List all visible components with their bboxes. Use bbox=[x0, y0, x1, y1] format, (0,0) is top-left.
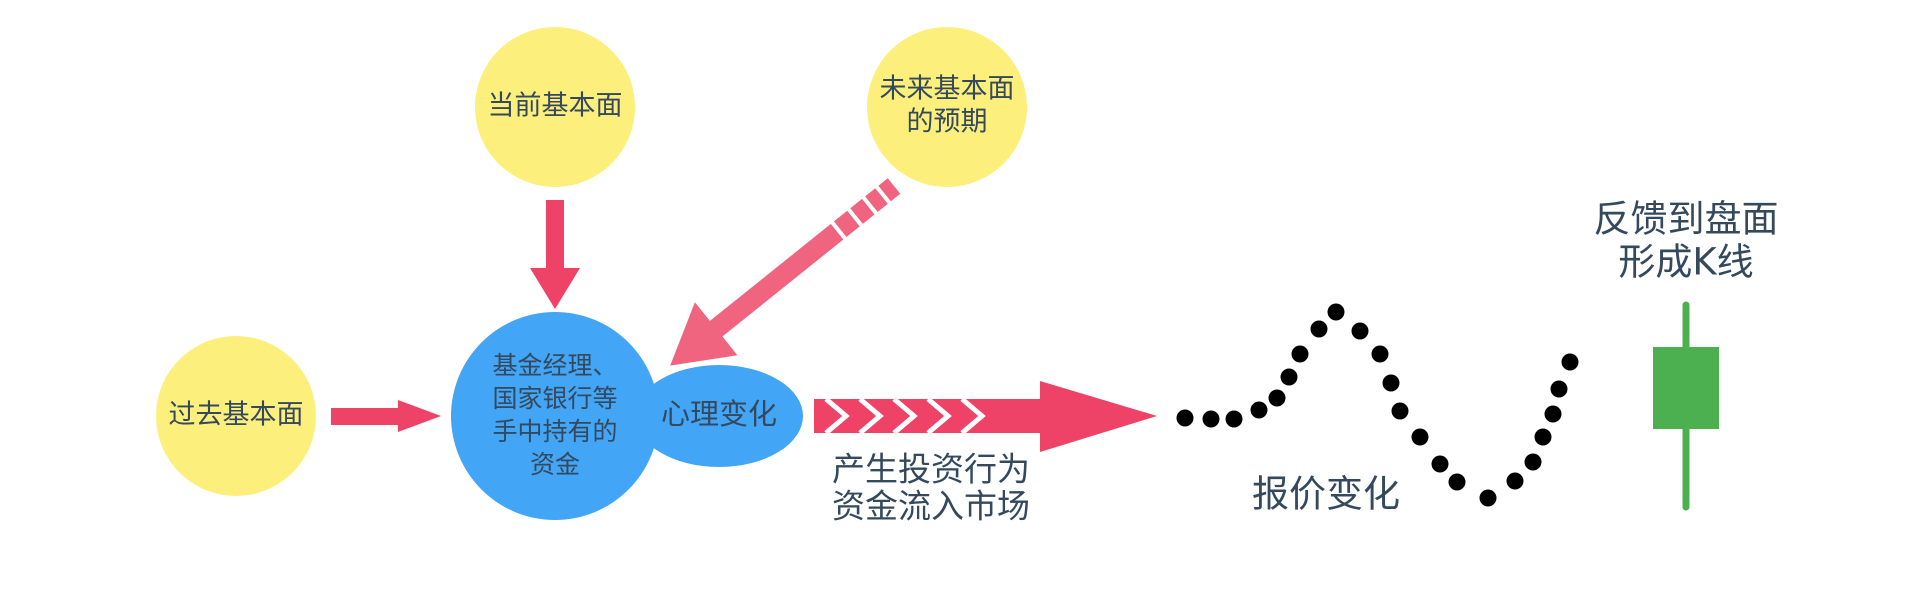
chevron-icon bbox=[892, 397, 918, 435]
price-dot bbox=[1561, 353, 1579, 371]
current-fundamentals-circle bbox=[475, 27, 635, 187]
arrow-dash bbox=[878, 178, 901, 202]
price-change-dotted-curve bbox=[1176, 303, 1579, 507]
arrow-investment-flow bbox=[814, 381, 1157, 452]
price-dot bbox=[1225, 410, 1243, 428]
price-dot bbox=[1202, 410, 1220, 428]
node-past-fundamentals: 过去基本面 bbox=[156, 336, 316, 496]
price-dot bbox=[1280, 368, 1298, 386]
feedback-label-line2: 形成K线 bbox=[1618, 241, 1753, 284]
funds-label-line4: 资金 bbox=[530, 450, 580, 479]
price-dot bbox=[1327, 303, 1345, 321]
candlestick-icon bbox=[1653, 301, 1719, 511]
candlestick-body bbox=[1653, 347, 1719, 429]
arrow-diagonal-head bbox=[670, 302, 738, 366]
arrow-current-to-funds bbox=[530, 200, 580, 309]
investment-label-line1: 产生投资行为 bbox=[832, 450, 1030, 489]
chevron-icon bbox=[858, 397, 884, 435]
price-dot bbox=[1351, 322, 1369, 340]
node-current-fundamentals: 当前基本面 bbox=[475, 27, 635, 187]
past-fundamentals-label: 过去基本面 bbox=[169, 400, 304, 431]
price-dot bbox=[1268, 389, 1286, 407]
arrow-flow-chevrons bbox=[824, 397, 986, 435]
price-dot bbox=[1550, 380, 1568, 398]
investment-label-line2: 资金流入市场 bbox=[832, 487, 1030, 526]
node-psychology: 心理变化 bbox=[635, 365, 803, 467]
arrow-flow-stem bbox=[814, 399, 1046, 433]
future-expectation-label-line2: 的预期 bbox=[907, 107, 988, 138]
arrow-flow-head bbox=[1040, 381, 1157, 452]
price-change-label: 报价变化 bbox=[1252, 473, 1400, 516]
price-dot bbox=[1534, 428, 1552, 446]
chevron-icon bbox=[926, 397, 952, 435]
price-dot bbox=[1291, 345, 1309, 363]
price-dot bbox=[1310, 320, 1328, 338]
arrow-down-stem bbox=[546, 200, 564, 270]
price-dot bbox=[1544, 405, 1562, 423]
node-funds: 基金经理、 国家银行等 手中持有的 资金 bbox=[451, 312, 659, 520]
current-fundamentals-label: 当前基本面 bbox=[488, 91, 623, 122]
price-dot bbox=[1479, 489, 1497, 507]
price-dot bbox=[1448, 473, 1466, 491]
arrow-dash bbox=[833, 210, 860, 237]
price-dot bbox=[1382, 374, 1400, 392]
arrow-past-to-funds bbox=[331, 400, 441, 432]
feedback-label: 反馈到盘面 形成K线 bbox=[1594, 198, 1779, 284]
funds-circle bbox=[451, 312, 659, 520]
funds-label-line2: 国家银行等 bbox=[492, 384, 617, 413]
feedback-label-line1: 反馈到盘面 bbox=[1594, 198, 1779, 241]
price-dot bbox=[1524, 453, 1542, 471]
future-expectation-label-line1: 未来基本面 bbox=[880, 74, 1015, 105]
node-future-expectation: 未来基本面 的预期 bbox=[867, 27, 1027, 187]
psychology-ellipse bbox=[635, 365, 803, 467]
arrow-dash bbox=[865, 188, 888, 212]
price-dot bbox=[1371, 345, 1389, 363]
price-dot bbox=[1431, 455, 1449, 473]
arrow-down-head bbox=[530, 268, 580, 309]
arrow-dash bbox=[850, 198, 875, 224]
psychology-label: 心理变化 bbox=[661, 397, 777, 431]
chevron-icon bbox=[960, 397, 986, 435]
price-dot bbox=[1411, 428, 1429, 446]
chevron-icon bbox=[824, 397, 850, 435]
arrow-future-to-psychology bbox=[670, 178, 901, 366]
funds-label-line3: 手中持有的 bbox=[492, 417, 617, 446]
funds-label-line1: 基金经理、 bbox=[492, 351, 617, 380]
arrow-diagonal-stem bbox=[706, 223, 844, 340]
price-dot bbox=[1176, 409, 1194, 427]
price-dot bbox=[1391, 402, 1409, 420]
price-dot bbox=[1506, 472, 1524, 490]
past-fundamentals-circle bbox=[156, 336, 316, 496]
future-expectation-circle bbox=[867, 27, 1027, 187]
arrow-right-head bbox=[398, 400, 441, 432]
investment-label: 产生投资行为 资金流入市场 bbox=[832, 450, 1030, 526]
price-dot bbox=[1250, 401, 1268, 419]
arrow-right-stem bbox=[331, 408, 400, 425]
